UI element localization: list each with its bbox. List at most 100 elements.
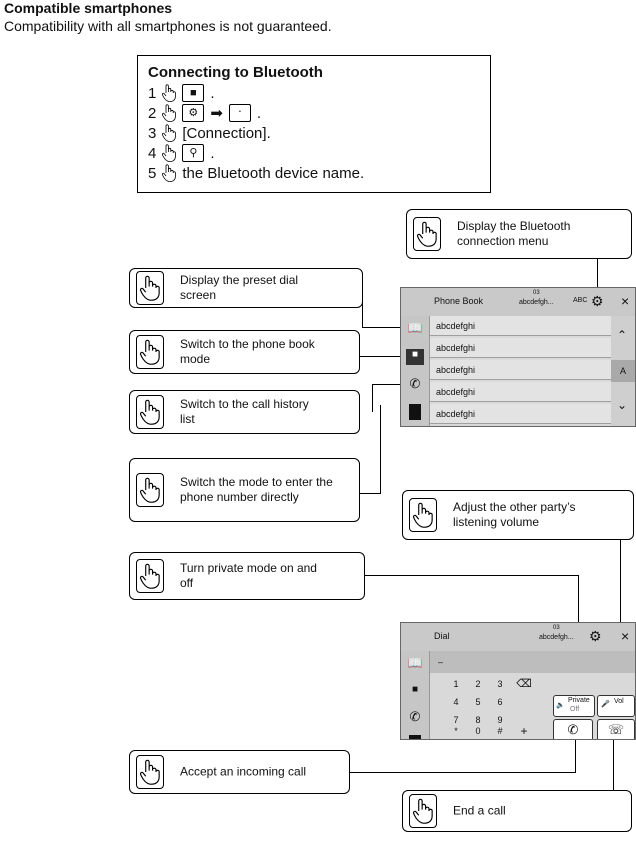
list-item[interactable]: abcdefghi (430, 360, 613, 380)
abc-button[interactable]: ABC (573, 297, 588, 304)
key-hash[interactable]: # (497, 726, 503, 736)
volume-label: Vol (614, 698, 624, 705)
phonebook-screen: Phone Book 03 abcdefgh... ABC ⚙ × 📖 ■ ✆ … (400, 287, 636, 427)
step-text: . (210, 84, 215, 102)
index-scroll: ⌃ A ⌄ (611, 316, 635, 426)
key-5[interactable]: 5 (475, 697, 481, 707)
key-star[interactable]: * (454, 726, 458, 736)
hand-tap-icon (162, 84, 177, 102)
close-icon[interactable]: × (621, 628, 630, 644)
step-5: 5 the Bluetooth device name. (148, 164, 364, 182)
private-mode-button[interactable]: 🔈 Private Off (553, 695, 595, 717)
key-6[interactable]: 6 (497, 697, 503, 707)
dial-topbar: Dial 03 abcdefgh... ⚙ × (401, 623, 635, 652)
key-2[interactable]: 2 (475, 679, 481, 689)
dial-sidebar: 📖 ■ ✆ (401, 651, 430, 739)
screen-title: Dial (434, 631, 450, 641)
section-title: Compatible smartphones (4, 0, 173, 16)
callout-phone-book: Switch to the phone book mode (129, 330, 360, 374)
hand-tap-icon (136, 395, 164, 429)
list-item[interactable]: abcdefghi (430, 404, 613, 424)
hand-tap-icon (136, 335, 164, 369)
hand-tap-icon (136, 559, 164, 593)
accept-call-button[interactable]: ✆ (553, 719, 593, 739)
hand-tap-icon (162, 124, 177, 142)
number-entry[interactable]: – (430, 651, 635, 673)
steps-title: Connecting to Bluetooth (148, 64, 323, 81)
gear-icon[interactable]: ⚙ (591, 293, 604, 309)
list-item[interactable]: abcdefghi (430, 382, 613, 402)
list-item[interactable]: abcdefghi (430, 338, 613, 358)
callout-bt-menu: Display the Bluetooth connection menu (406, 209, 632, 259)
keypad-icon[interactable] (409, 735, 421, 739)
hand-tap-icon (136, 755, 164, 789)
key-9[interactable]: 9 (497, 715, 503, 725)
hand-tap-icon (413, 217, 441, 251)
status-indicator: 03 (553, 625, 560, 631)
step-text: the Bluetooth device name. (182, 164, 365, 182)
hand-tap-icon (409, 498, 437, 532)
status-indicator: 03 (533, 290, 540, 296)
microphone-icon: 🎤 (601, 701, 610, 708)
phonebook-icon[interactable]: ■ (411, 684, 419, 695)
phone-accept-icon: ✆ (567, 722, 579, 737)
step-text: . (256, 104, 262, 122)
callout-private: Turn private mode on and off (129, 552, 365, 600)
callout-end: End a call (402, 790, 632, 832)
call-history-icon[interactable]: ✆ (409, 376, 421, 391)
gear-icon[interactable]: ⚙ (589, 628, 602, 644)
step-number: 5 (148, 164, 157, 182)
phonebook-sidebar: 📖 ■ ✆ (401, 316, 430, 426)
preset-dial-icon[interactable]: 📖 (407, 321, 423, 335)
bluetooth-icon: ᛫ (228, 104, 251, 122)
bluetooth-steps-box: Connecting to Bluetooth 1 ■ . 2 ⚙ ➡ ᛫ . … (137, 55, 491, 193)
key-1[interactable]: 1 (453, 679, 459, 689)
list-item[interactable]: abcdefghi (430, 316, 613, 336)
chevron-down-icon[interactable]: ⌄ (617, 398, 628, 412)
close-icon[interactable]: × (621, 293, 630, 309)
step-number: 4 (148, 144, 157, 162)
key-3[interactable]: 3 (497, 679, 503, 689)
step-text: [Connection]. (182, 124, 271, 142)
call-history-icon[interactable]: ✆ (409, 709, 421, 724)
private-label: Private (568, 697, 590, 704)
gear-icon: ⚙ (182, 104, 205, 122)
phonebook-topbar: Phone Book 03 abcdefgh... ABC ⚙ × (401, 288, 635, 317)
index-letter[interactable]: A (611, 360, 635, 382)
stop-square-icon: ■ (182, 84, 205, 102)
section-subtitle: Compatibility with all smartphones is no… (4, 18, 332, 34)
callout-call-history: Switch to the call history list (129, 390, 360, 434)
device-name: abcdefgh... (519, 299, 554, 306)
hand-tap-icon (409, 794, 437, 828)
chevron-up-icon[interactable]: ⌃ (617, 328, 628, 342)
volume-button[interactable]: 🎤 Vol (597, 695, 635, 717)
phonebook-icon[interactable]: ■ (406, 349, 424, 365)
key-4[interactable]: 4 (453, 697, 459, 707)
search-icon: ⚲ (182, 144, 205, 162)
phone-hangup-icon: ☏ (607, 722, 625, 737)
step-3: 3 [Connection]. (148, 124, 271, 142)
step-number: 1 (148, 84, 157, 102)
keypad-icon[interactable] (409, 404, 421, 420)
hand-tap-icon (162, 104, 177, 122)
end-call-button[interactable]: ☏ (597, 719, 635, 739)
callout-accept: Accept an incoming call (129, 750, 350, 794)
private-state: Off (570, 706, 580, 713)
screen-title: Phone Book (434, 296, 484, 306)
hand-tap-icon (136, 473, 164, 507)
preset-dial-icon[interactable]: 📖 (407, 656, 423, 670)
step-number: 3 (148, 124, 157, 142)
plus-key[interactable]: + (520, 724, 528, 738)
key-7[interactable]: 7 (453, 715, 459, 725)
speaker-icon: 🔈 (556, 702, 565, 709)
hand-tap-icon (136, 271, 164, 305)
step-2: 2 ⚙ ➡ ᛫ . (148, 104, 261, 122)
step-1: 1 ■ . (148, 84, 215, 102)
key-0[interactable]: 0 (475, 726, 481, 736)
step-number: 2 (148, 104, 157, 122)
callout-volume: Adjust the other party’s listening volum… (402, 490, 634, 540)
backspace-icon[interactable]: ⌫ (516, 678, 532, 690)
callout-direct-entry: Switch the mode to enter the phone numbe… (129, 458, 360, 522)
key-8[interactable]: 8 (475, 715, 481, 725)
hand-tap-icon (162, 144, 177, 162)
